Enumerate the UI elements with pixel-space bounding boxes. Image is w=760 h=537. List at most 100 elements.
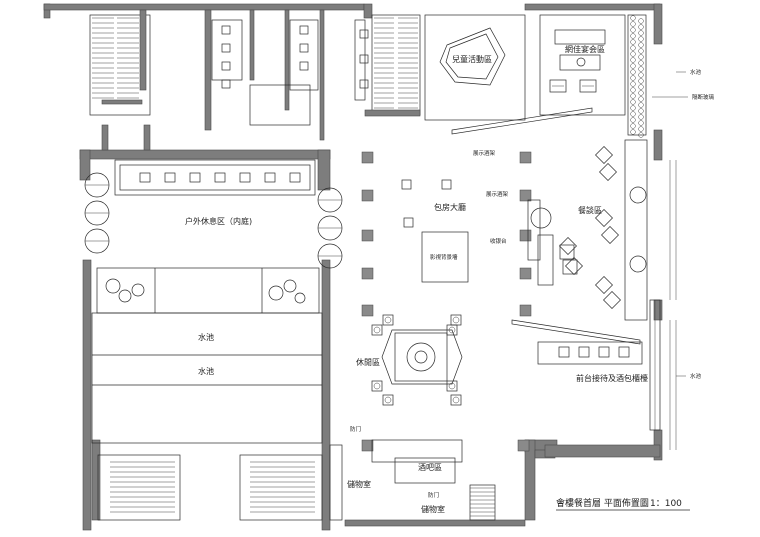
lobby [401,179,469,283]
hatch-dot [638,90,644,96]
hatch-dot [638,132,644,138]
hatch-dot [638,84,644,90]
video-wall-label: 影視背景墻 [430,253,458,261]
bar-stool [598,346,610,358]
hatch-dot [630,123,636,129]
stair-center [364,14,421,117]
lamp [189,172,201,183]
lobby-label: 包房大廳 [434,202,466,212]
plant [283,279,297,293]
column [517,439,530,452]
lobby-seat [401,179,412,190]
pool-label-2: 水池 [198,366,214,376]
dining-chair [595,276,613,294]
chair [382,394,394,406]
plant [131,283,145,297]
hatch-dot [630,81,636,87]
toilet-fixture [359,29,369,39]
storage-label-1: 儲物室 [347,479,371,489]
decor-screen [627,14,647,138]
right-glazing [649,160,677,450]
hatch-dot [638,78,644,84]
hatch-dot [630,75,636,81]
hatch-dot [638,42,644,48]
toilet-fixture [299,61,309,71]
kids-area [424,14,526,121]
cashier-label: 收银台 [490,237,507,245]
hatch-dot [638,54,644,60]
hatch-dot [630,15,636,21]
lamp [164,172,176,183]
column [361,439,374,452]
labels: 户外休息区（内庭) 水池 水池 休閒區 包房大廳 餐談區 兒童活動區 網佳宴会區… [185,44,715,514]
pool-label-1: 水池 [198,332,214,342]
outer-walls [43,3,663,531]
toilet-fixture [221,61,231,71]
dining-label: 餐談區 [578,205,602,215]
hatch-dot [630,117,636,123]
lobby-seat [403,217,414,228]
hatch-dot [638,36,644,42]
toilet-fixture [299,25,309,35]
lamp [239,172,251,183]
chair-seat [452,316,460,324]
door-label-1: 防门 [350,425,361,433]
title-block: 會樓餐首層 平面佈置圖 1：100 [556,497,690,511]
hatch-dot [638,30,644,36]
vip-dining [539,14,626,116]
dining-chair [595,209,613,227]
hatch-dot [630,129,636,135]
dining-chair [603,291,621,309]
hatch-dot [638,48,644,54]
dining-zone [527,139,648,321]
hatch-dot [630,57,636,63]
hatch-dot [638,72,644,78]
lamp [289,172,301,183]
hatch-dot [630,33,636,39]
toilet-fixture [359,54,369,64]
columns [361,151,532,452]
hatch-dot [630,111,636,117]
toilet-fixture [221,79,231,89]
lamp [264,172,276,183]
chair-seat [384,396,392,404]
bar-label: 酒吧區 [418,463,442,472]
column [361,229,374,242]
hatch-dot [630,93,636,99]
hatch-dot [638,126,644,132]
storage-label-2: 儲物室 [421,504,445,514]
chair [371,380,383,392]
column [519,189,532,202]
outdoor-lounge [84,159,343,314]
hatch-dot [638,120,644,126]
lamp [139,172,151,183]
water-right-label-2: 水池 [690,372,702,380]
column [361,267,374,280]
water-right-label-1: 水池 [690,68,702,76]
plan-title: 會樓餐首層 平面佈置圖 [556,497,649,509]
vip-dining-label: 網佳宴会區 [565,44,605,54]
display-counter-label: 展示酒架 [473,149,496,157]
hatch-dot [638,96,644,102]
bar-stool [558,346,570,358]
show-bar-label: 前台接待及酒包櫃檯 [576,373,648,383]
hatch-dot [638,102,644,108]
restrooms [204,9,369,141]
hatch-dot [630,45,636,51]
plant [105,278,121,294]
hatch-dot [638,60,644,66]
chair [382,314,394,326]
hatch-dot [630,39,636,45]
chair [450,394,462,406]
leisure-label: 休閒區 [356,357,380,367]
pools [91,312,323,521]
toilet-fixture [221,43,231,53]
hatch-dot [630,69,636,75]
hatch-dot [638,24,644,30]
chair-seat [373,326,381,334]
column [519,304,532,317]
chair [446,380,458,392]
chair-seat [384,316,392,324]
chair-seat [448,382,456,390]
partition [451,107,593,135]
